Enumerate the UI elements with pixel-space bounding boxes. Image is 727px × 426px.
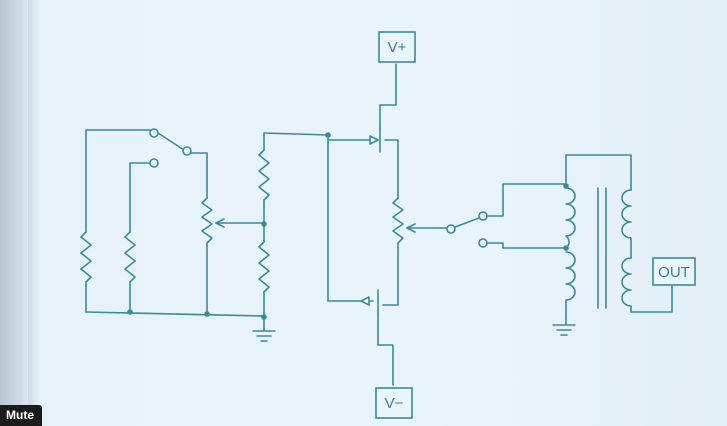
transformer-primary-lower [565, 251, 576, 319]
bias-divider [252, 132, 329, 342]
out-label: OUT [658, 264, 690, 281]
v-plus-label: V+ [388, 39, 407, 56]
v-minus-label: V− [385, 395, 404, 412]
potentiometer-output [392, 197, 404, 244]
resistor-r4 [258, 241, 270, 293]
output-stage [325, 63, 448, 386]
out-box [652, 257, 696, 286]
transformer-core [597, 187, 607, 309]
ground-symbol-left [252, 324, 276, 342]
resistor-r3 [258, 149, 270, 201]
out-switch-contact-b [478, 238, 488, 248]
switch-contact-b [149, 158, 159, 168]
switch-common [182, 146, 192, 156]
screen-edge [0, 0, 28, 426]
switch-contact-a [149, 128, 159, 138]
transformer-section: OUT [446, 154, 696, 336]
out-switch-common [446, 224, 456, 234]
resistor-r2 [124, 231, 136, 283]
transformer-secondary-upper [621, 189, 632, 259]
input-selector [80, 128, 265, 317]
resistor-r1 [80, 231, 92, 283]
v-minus-box [375, 387, 413, 419]
out-switch-contact-a [478, 211, 488, 221]
switch-blade [157, 132, 185, 151]
supply-labels: V+ V− [375, 31, 416, 419]
mute-button[interactable]: Mute [0, 405, 42, 426]
potentiometer-input [201, 197, 213, 244]
ground-symbol-right [552, 317, 576, 336]
transformer-primary-upper [565, 187, 576, 249]
v-plus-box [378, 31, 416, 63]
transformer-secondary-lower [621, 257, 673, 313]
